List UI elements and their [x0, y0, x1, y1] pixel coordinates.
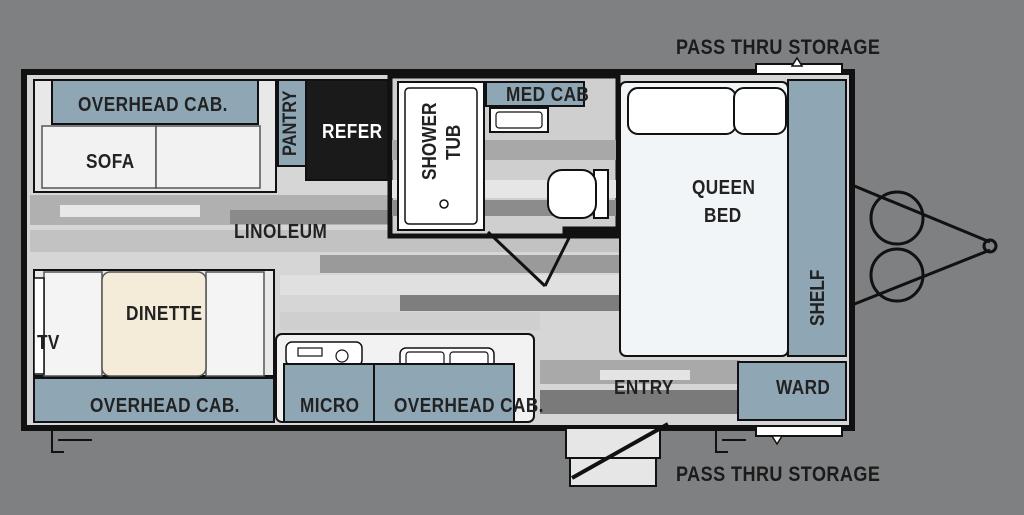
- pass-thru-storage-top-label: PASS THRU STORAGE: [676, 36, 881, 59]
- tub-label: TUB: [443, 124, 465, 160]
- overhead-cab-bottom-left: [33, 377, 275, 423]
- queen-label: QUEEN: [692, 177, 756, 199]
- micro-cab: [283, 363, 375, 423]
- toilet: [547, 169, 609, 219]
- overhead-cab-bottom-center-label: OVERHEAD CAB.: [394, 395, 544, 417]
- stabilizers: [51, 428, 746, 453]
- overhead-cab-bottom-center: [373, 363, 515, 423]
- tv-label: TV: [37, 332, 60, 354]
- micro-label: MICRO: [300, 395, 360, 417]
- med-cab: [485, 81, 585, 107]
- bath-door: [486, 226, 618, 288]
- dinette-table: [101, 271, 207, 377]
- wardrobe: [737, 361, 847, 421]
- pantry: [277, 79, 307, 167]
- med-cab-label: MED CAB: [506, 84, 590, 106]
- pass-thru-storage-bottom-label: PASS THRU STORAGE: [676, 463, 881, 486]
- tv: [33, 277, 45, 375]
- shelf-label: SHELF: [807, 269, 829, 326]
- sofa-label: SOFA: [86, 151, 135, 173]
- entry-steps: [565, 422, 669, 487]
- overhead-cab-bottom-left-label: OVERHEAD CAB.: [90, 395, 240, 417]
- refer-label: REFER: [322, 121, 383, 143]
- outer-wall: [21, 69, 855, 431]
- stove: [285, 341, 363, 367]
- linoleum-label: LINOLEUM: [234, 221, 328, 243]
- entry-label: ENTRY: [614, 377, 674, 399]
- overhead-cab-top-label: OVERHEAD CAB.: [78, 94, 228, 116]
- shelf: [787, 79, 847, 357]
- shower-label: SHOWER: [419, 102, 441, 180]
- bed-label: BED: [704, 205, 742, 227]
- hitch: [851, 183, 998, 307]
- dinette-label: DINETTE: [126, 303, 203, 325]
- ward-label: WARD: [776, 377, 831, 399]
- pass-thru-marks: [755, 56, 843, 446]
- pantry-label: PANTRY: [280, 90, 301, 156]
